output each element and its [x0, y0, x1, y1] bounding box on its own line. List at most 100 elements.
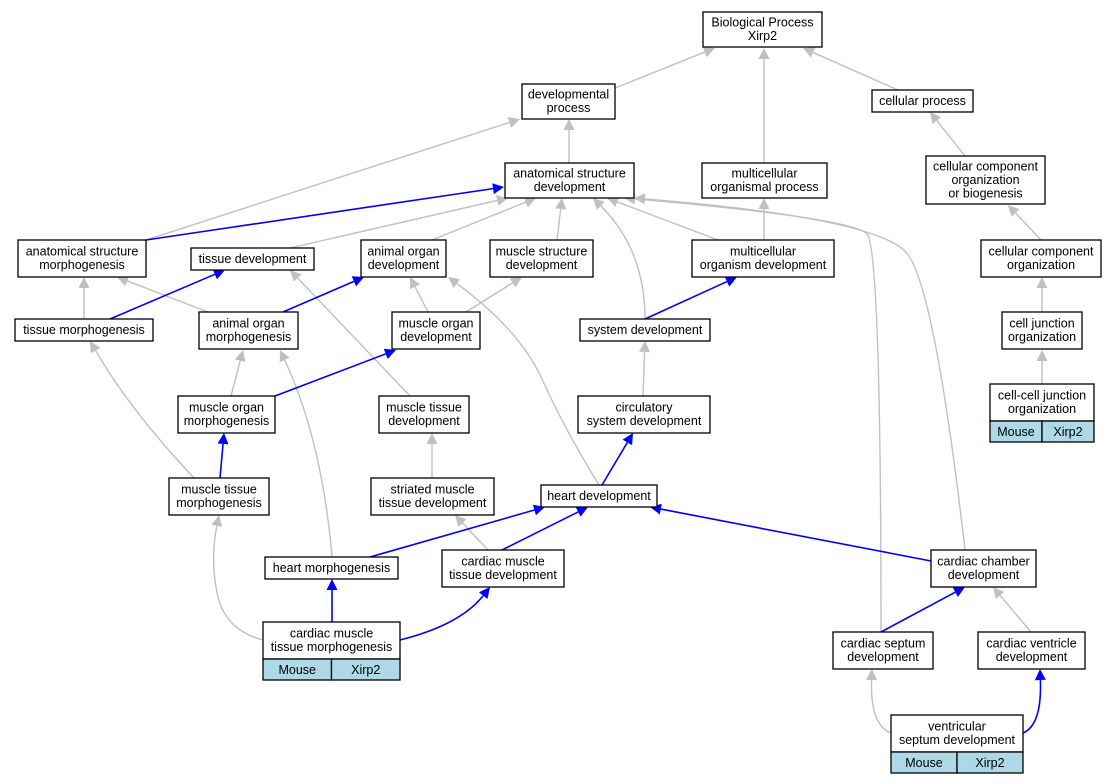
edge-line — [999, 594, 1032, 633]
term-node-cell_process[interactable]: cellular process — [871, 89, 974, 113]
edge-line — [1022, 679, 1042, 734]
edge-line — [660, 508, 932, 562]
edge-dev_process-to-bp — [614, 47, 715, 89]
edge-sysdev-to-mod — [644, 276, 737, 320]
term-box — [264, 556, 399, 580]
term-label-line: cardiac muscle — [461, 555, 544, 569]
arrowhead — [866, 669, 878, 681]
edge-line — [219, 443, 224, 479]
arrowhead — [575, 507, 588, 517]
edge-ccjo-to-cjo — [1036, 350, 1048, 384]
arrowhead — [593, 198, 605, 210]
edge-muod-to-msd — [465, 277, 522, 313]
term-label-line: heart morphogenesis — [273, 561, 390, 575]
term-box — [391, 311, 481, 350]
edge-ccd-to-asd — [634, 193, 966, 551]
term-label-line: animal organ — [212, 317, 284, 331]
term-node-tissue_dev[interactable]: tissue development — [190, 247, 315, 271]
term-label-line: tissue morphogenesis — [271, 640, 393, 654]
term-node-hd[interactable]: heart development — [540, 484, 658, 508]
term-box — [14, 318, 154, 342]
arrowhead — [492, 183, 504, 195]
term-label-line: anatomical structure — [513, 167, 626, 181]
edge-cvd-to-ccd — [993, 587, 1032, 633]
arrowhead — [803, 47, 816, 58]
edge-cmtm-to-hm — [326, 579, 338, 622]
edge-line — [880, 591, 956, 633]
edge-line — [936, 120, 966, 157]
arrowhead — [117, 275, 130, 287]
term-node-hm[interactable]: heart morphogenesis — [264, 556, 399, 580]
edge-asd-to-dev_process — [563, 119, 575, 163]
term-box — [504, 162, 635, 199]
arrowhead — [290, 270, 302, 282]
term-box — [489, 239, 594, 278]
arrowhead — [523, 197, 536, 208]
edge-cco-to-ccob — [1008, 205, 1042, 241]
term-box — [378, 395, 470, 434]
edge-cmtd-to-hd — [501, 507, 588, 551]
term-node-sysdev[interactable]: system development — [579, 318, 711, 342]
term-label-line: Biological Process — [711, 16, 813, 30]
arrowhead — [1034, 669, 1046, 681]
edges-layer — [78, 47, 1048, 734]
arrowhead — [758, 48, 770, 59]
term-label-line: development — [948, 568, 1020, 582]
term-label-line: developmental — [528, 88, 609, 102]
edge-cell_process-to-bp — [803, 47, 899, 91]
arrowhead — [448, 277, 461, 288]
term-label-line: development — [388, 414, 460, 428]
term-node-tm[interactable]: tissue morphogenesis — [14, 318, 154, 342]
edge-aom-to-asm — [117, 275, 209, 313]
edge-line — [274, 353, 387, 397]
gene-label: Xirp2 — [975, 756, 1004, 770]
arrowhead — [607, 196, 620, 207]
edge-csepd-to-ccd — [880, 587, 965, 633]
term-label-line: cellular process — [879, 94, 966, 108]
term-box — [691, 239, 835, 278]
term-label-line: system development — [587, 414, 702, 428]
edge-line — [399, 595, 484, 641]
edge-asm-to-asd — [145, 183, 504, 241]
edge-ccob-to-cell_process — [930, 112, 966, 157]
term-label-line: tissue development — [199, 252, 307, 266]
term-label-line: muscle tissue — [181, 483, 257, 497]
term-label-line: development — [506, 258, 578, 272]
term-box — [701, 162, 828, 199]
arrowhead — [234, 350, 246, 362]
arrowhead — [383, 348, 396, 359]
arrowhead — [1008, 205, 1020, 217]
organism-label: Mouse — [278, 663, 316, 677]
edge-asm-to-dev_process — [145, 117, 520, 241]
edge-line — [556, 208, 562, 241]
edge-msd-to-asd — [555, 198, 567, 241]
edge-line — [145, 121, 510, 241]
term-label-line: circulatory — [616, 401, 674, 415]
edge-muom-to-aom — [230, 350, 246, 397]
